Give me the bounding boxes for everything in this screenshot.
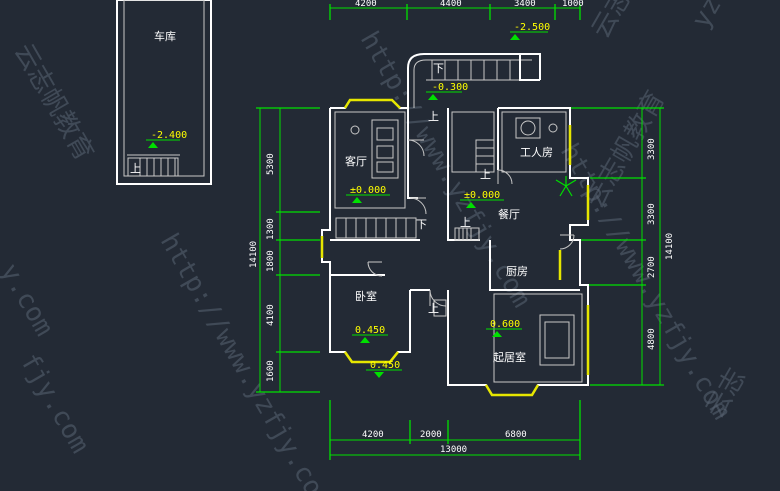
servant-room-furniture	[515, 117, 558, 139]
family-room-furniture	[433, 299, 575, 366]
stair-up-mark-4: 上	[428, 302, 439, 315]
garage-stair	[127, 157, 179, 176]
living-level: ±0.000	[350, 185, 386, 196]
dimension-left: 5300 1300 1800 4100 1600 14100	[249, 107, 320, 393]
kitchen-label: 厨房	[506, 265, 528, 278]
dimension-top: 4200 4400 3400 1000	[329, 0, 584, 20]
watermark-brand-3: 云志帆教育	[580, 86, 671, 214]
windows	[320, 98, 590, 397]
doors	[367, 139, 575, 307]
entry-stair-down-mark: 下	[433, 62, 444, 75]
dimension-right: 3300 3300 2700 4800 14100	[570, 107, 675, 386]
dim-right-total: 14100	[665, 233, 675, 260]
garage-outline	[116, 0, 212, 185]
dim-bottom-1: 4200	[362, 430, 384, 440]
servant-room-label: 工人房	[520, 146, 553, 159]
top-stair-level: -2.500	[514, 22, 550, 33]
stair-up-mark-1: 上	[428, 110, 439, 123]
family-room-label: 起居室	[493, 350, 526, 364]
bedroom-label: 卧室	[355, 289, 377, 303]
garage-stair-up-mark: 上	[130, 162, 141, 175]
living-room-furniture	[335, 119, 495, 241]
garage-inner-outline	[123, 0, 205, 177]
stair-down-mark-1: 下	[416, 218, 427, 231]
dim-right-3: 2700	[647, 256, 657, 278]
dim-right-2: 3300	[647, 203, 657, 225]
garage-block: 车库 -2.400 上	[116, 0, 212, 185]
family-level: 0.600	[490, 319, 520, 330]
dim-bottom-2: 2000	[420, 430, 442, 440]
watermark-short-1: yzfjy	[686, 0, 751, 33]
watermark-group: http://www.yzfjy.com http://www.yzfjy.co…	[0, 0, 752, 491]
tv-cabinet	[371, 119, 399, 179]
room-labels: 客厅 工人房 餐厅 厨房 卧室 起居室	[345, 146, 553, 364]
bed	[539, 314, 575, 366]
dim-left-5: 1600	[266, 360, 276, 382]
dimension-bottom: 4200 2000 6800 13000	[329, 400, 581, 460]
dim-bottom-3: 6800	[505, 430, 527, 440]
level-markers: ±0.000 ±0.000 0.450 0.450 0.600	[346, 185, 522, 378]
watermark-short-3: y.com	[0, 259, 59, 342]
dim-left-4: 4100	[266, 304, 276, 326]
dim-top-1: 4200	[355, 0, 377, 9]
garage-label: 车库	[154, 29, 176, 43]
dim-left-1: 5300	[266, 153, 276, 175]
entry-stair: 下 -2.500 -0.300	[407, 22, 550, 108]
dim-left-total: 14100	[249, 241, 259, 268]
dining-room-label: 餐厅	[498, 207, 520, 221]
bedroom-level-a: 0.450	[355, 325, 385, 336]
dim-right-4: 4800	[647, 328, 657, 350]
dim-left-3: 1800	[266, 250, 276, 272]
stair-marks: 上 上 上 下 上	[416, 110, 491, 315]
dining-level: ±0.000	[464, 190, 500, 201]
bedroom-level-b: 0.450	[370, 360, 400, 371]
garage-level-marker	[148, 142, 158, 148]
watermark-url-2: http://www.yzfjy.com	[154, 229, 337, 491]
dim-top-3: 3400	[514, 0, 536, 9]
watermark-brand-2: 云志帆教育	[586, 0, 677, 44]
dim-right-1: 3300	[647, 138, 657, 160]
entry-level: -0.300	[432, 82, 468, 93]
dim-top-4: 1000	[562, 0, 584, 9]
watermark-short-2: fjy.com	[14, 349, 95, 459]
watermark-brand-1: 云志帆教育	[8, 39, 99, 167]
stair-up-mark-2: 上	[480, 168, 491, 181]
plant-icon	[555, 176, 577, 197]
dim-top-2: 4400	[440, 0, 462, 9]
stair-up-mark-3: 上	[460, 216, 471, 229]
dim-left-2: 1300	[266, 218, 276, 240]
garage-level: -2.400	[151, 130, 187, 141]
dim-bottom-total: 13000	[440, 445, 467, 455]
building-walls	[321, 99, 589, 396]
living-room-label: 客厅	[345, 154, 367, 168]
